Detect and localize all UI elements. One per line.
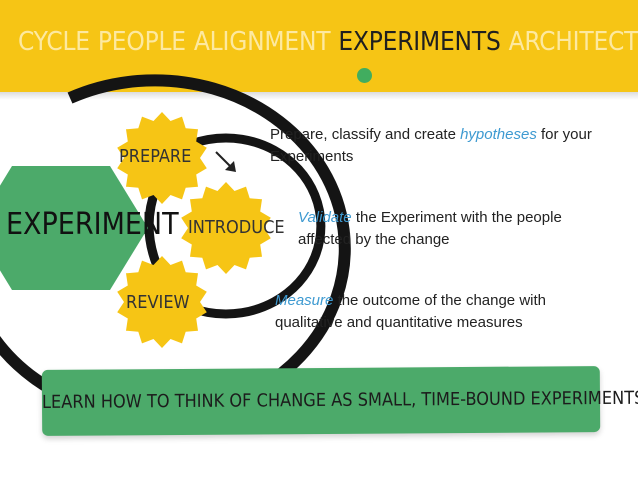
step-label-review: Review: [126, 292, 190, 313]
nav-item-experiments[interactable]: Experiments: [338, 27, 501, 57]
nav-item-alignment[interactable]: Alignment: [193, 27, 331, 57]
introduce-description: Validate the Experiment with the people …: [298, 209, 562, 248]
header-shadow: [0, 92, 638, 100]
badge-review: [117, 256, 207, 348]
nav-item-architect[interactable]: Architect: [508, 27, 638, 57]
section-nav: CyclePeopleAlignmentExperimentsArchitect: [18, 27, 638, 57]
pointer-arrow-icon: [215, 151, 236, 172]
badge-introduce: [181, 182, 271, 274]
takeaway-text: Learn how to think of change as small, t…: [41, 387, 638, 413]
prepare-description: Prepare, classify and create hypotheses …: [270, 126, 592, 165]
inner-cycle-arc: [175, 133, 326, 319]
nav-item-cycle[interactable]: Cycle: [18, 27, 90, 57]
review-description: Measure the outcome of the change with q…: [275, 292, 546, 331]
center-label: Experiment: [6, 207, 179, 242]
active-section-indicator-dot: [357, 68, 372, 83]
nav-item-people[interactable]: People: [97, 27, 186, 57]
step-label-prepare: Prepare: [119, 146, 192, 167]
takeaway-banner: Learn how to think of change as small, t…: [41, 366, 638, 436]
center-hexagon: [0, 166, 148, 290]
step-label-introduce: Introduce: [188, 217, 285, 238]
header-bar: [0, 0, 638, 92]
badge-prepare: [117, 112, 207, 204]
